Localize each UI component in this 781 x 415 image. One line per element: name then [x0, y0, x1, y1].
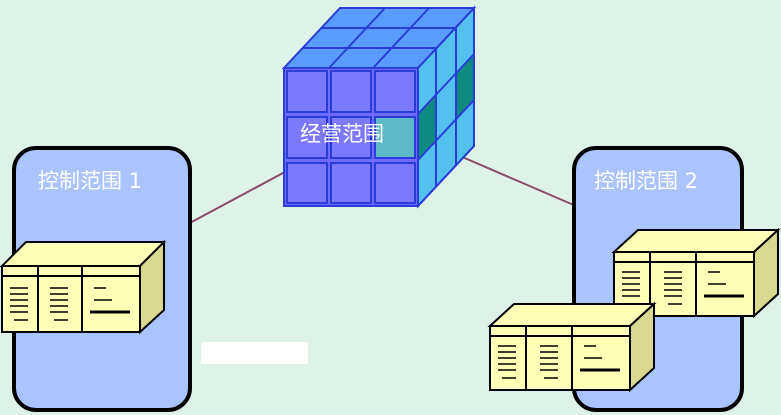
business-scope-label: 经营范围: [300, 122, 384, 146]
business-scope-cube: [281, 5, 477, 209]
control-scope-1-label: 控制范围 1: [38, 169, 142, 193]
blank-label-bar: [201, 342, 308, 364]
control-scope-2-label: 控制范围 2: [594, 169, 698, 193]
connector-left: [187, 165, 297, 225]
connector-right: [459, 155, 577, 207]
ledger-right-bottom: [487, 301, 657, 393]
ledger-left: [0, 239, 167, 335]
